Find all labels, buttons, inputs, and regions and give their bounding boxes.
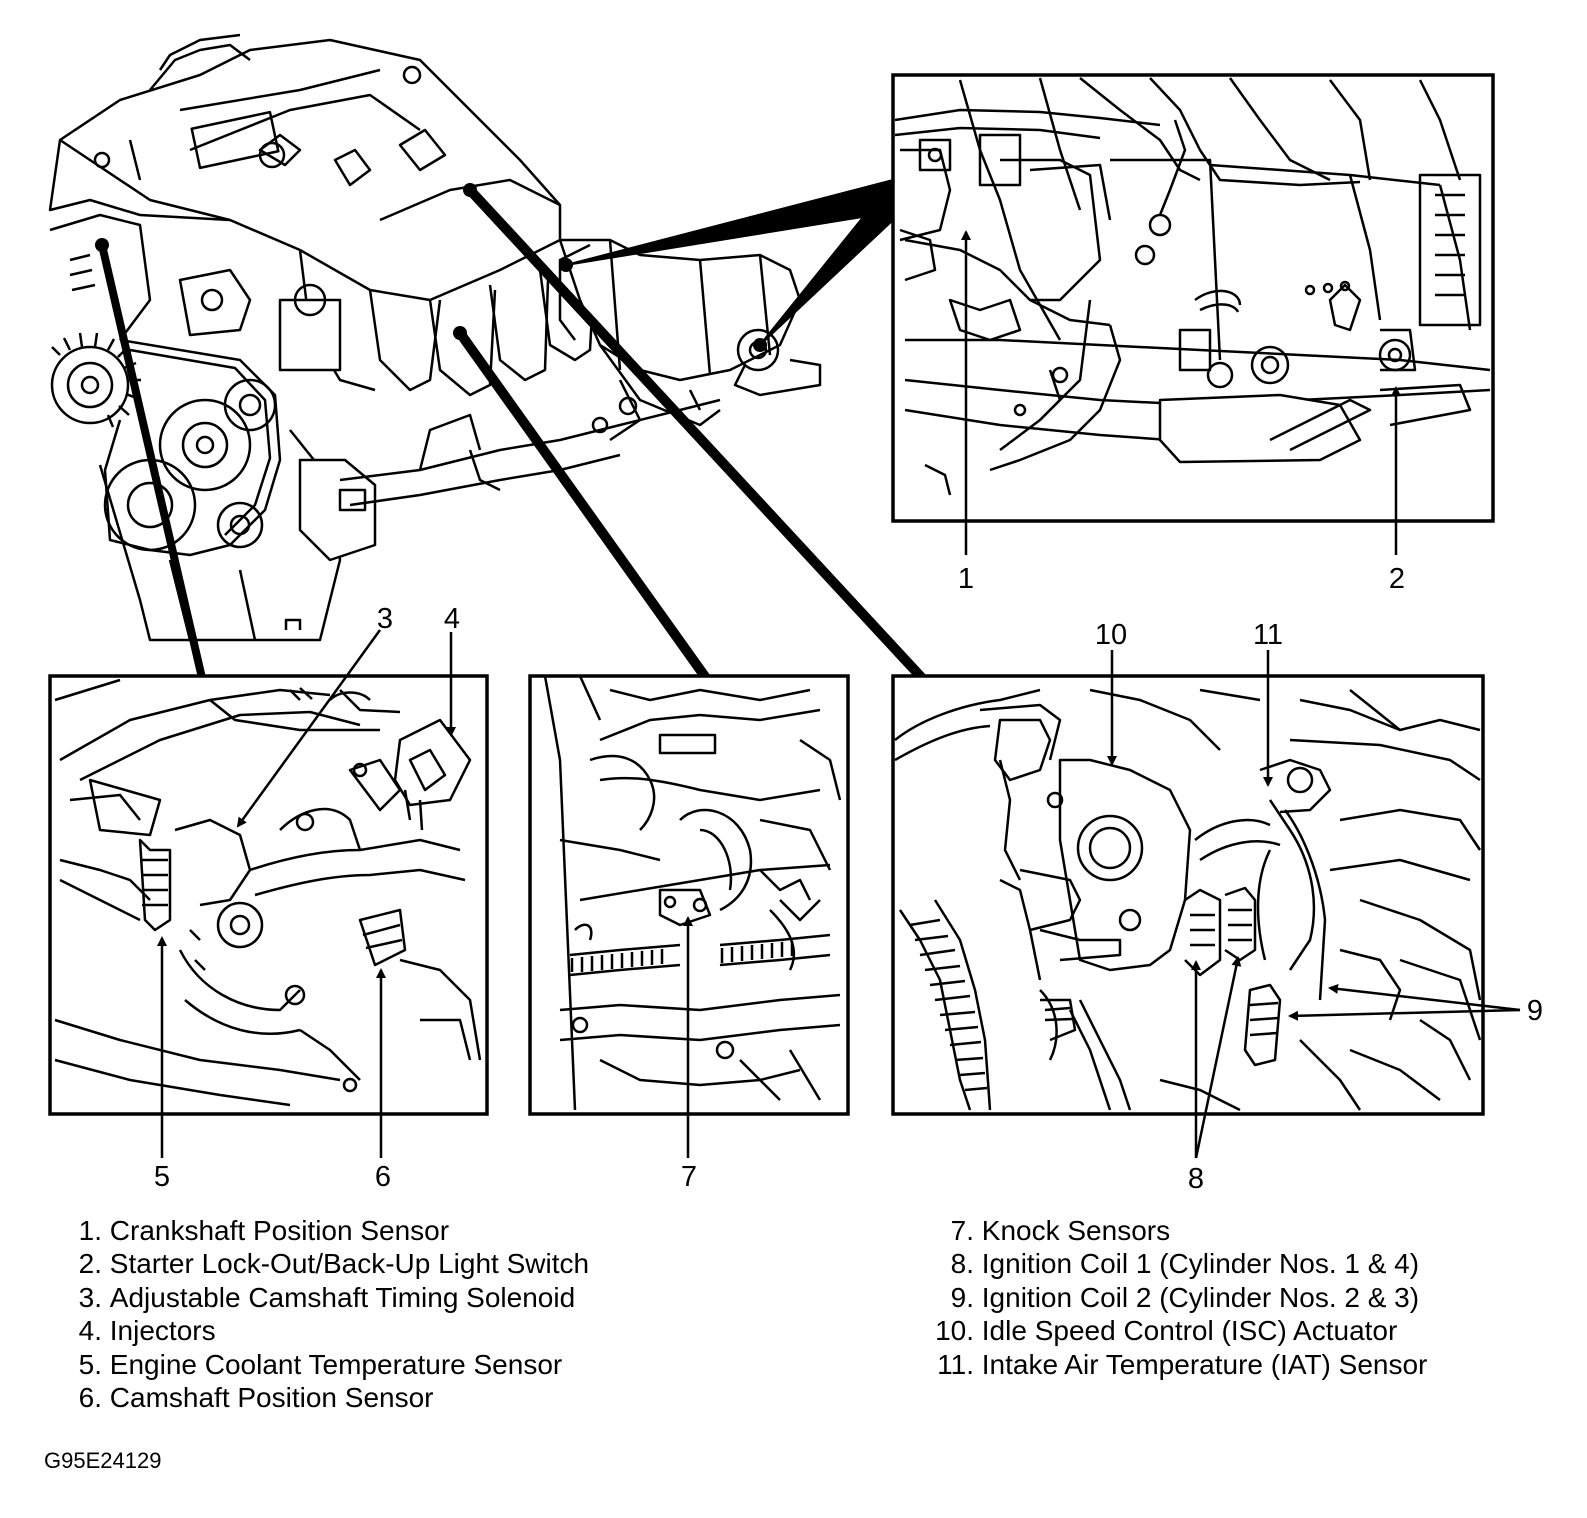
- leader-dot-knock: [453, 326, 467, 340]
- pointer-line-8b: [1194, 956, 1242, 1159]
- pointer-line-9b: [1288, 1008, 1521, 1021]
- leader-dot-switch: [753, 338, 767, 352]
- legend-item-number: 11.: [937, 1348, 974, 1380]
- callout-6: 6: [375, 1161, 391, 1193]
- legend-left: 1. Crankshaft Position Sensor 2. Starter…: [58, 1214, 589, 1414]
- legend-item-label: Camshaft Position Sensor: [109, 1382, 434, 1414]
- callout-11: 11: [1253, 619, 1283, 651]
- callout-7: 7: [681, 1161, 697, 1193]
- legend-item-label: Engine Coolant Temperature Sensor: [109, 1348, 563, 1380]
- legend-item-number: 3.: [78, 1281, 102, 1313]
- legend-item-number: 6.: [78, 1382, 102, 1414]
- legend-item-label: Intake Air Temperature (IAT) Sensor: [981, 1348, 1428, 1380]
- panel-leader-lines: [98, 177, 926, 682]
- legend-right: 7. Knock Sensors 8. Ignition Coil 1 (Cyl…: [918, 1214, 1427, 1381]
- detail-panel-knock-sensors: [528, 674, 850, 1158]
- legend-item: 2. Starter Lock-Out/Back-Up Light Switch: [58, 1247, 589, 1280]
- legend-item: 3. Adjustable Camshaft Timing Solenoid: [58, 1281, 589, 1314]
- pointer-line-3: [236, 629, 382, 828]
- callout-9: 9: [1527, 995, 1543, 1027]
- legend-item: 8. Ignition Coil 1 (Cylinder Nos. 1 & 4): [918, 1247, 1427, 1280]
- leader-dot-crank: [559, 258, 573, 272]
- legend-item-number: 8.: [950, 1248, 974, 1280]
- legend-item: 4. Injectors: [58, 1314, 589, 1347]
- legend-item-label: Crankshaft Position Sensor: [109, 1215, 450, 1246]
- detail-panel-transmission: [891, 73, 1495, 555]
- legend-item-number: 5.: [78, 1348, 102, 1380]
- legend-item-number: 1.: [78, 1215, 102, 1246]
- legend-item-label: Idle Speed Control (ISC) Actuator: [981, 1315, 1398, 1347]
- legend-item-label: Ignition Coil 2 (Cylinder Nos. 2 & 3): [981, 1281, 1420, 1313]
- callout-1: 1: [958, 563, 974, 595]
- leader-dot-intake: [463, 183, 477, 197]
- engine-overview-drawing: [48, 33, 822, 642]
- detail-panel-front-engine: [48, 629, 489, 1158]
- callout-2: 2: [1389, 563, 1405, 595]
- legend-item-label: Injectors: [109, 1315, 216, 1347]
- legend-item: 9. Ignition Coil 2 (Cylinder Nos. 2 & 3): [918, 1281, 1427, 1314]
- legend-item-label: Starter Lock-Out/Back-Up Light Switch: [109, 1248, 590, 1280]
- callout-10: 10: [1095, 619, 1127, 651]
- legend-item: 5. Engine Coolant Temperature Sensor: [58, 1348, 589, 1381]
- legend-item: 1. Crankshaft Position Sensor: [58, 1214, 589, 1247]
- legend-item-label: Knock Sensors: [981, 1215, 1171, 1246]
- figure-code: G95E24129: [44, 1448, 162, 1473]
- legend-item: 6. Camshaft Position Sensor: [58, 1381, 589, 1414]
- callout-3: 3: [377, 603, 393, 635]
- legend-item-number: 10.: [935, 1315, 974, 1347]
- legend-item-number: 7.: [950, 1215, 974, 1246]
- legend-item: 7. Knock Sensors: [918, 1214, 1427, 1247]
- legend-item-label: Ignition Coil 1 (Cylinder Nos. 1 & 4): [981, 1248, 1420, 1280]
- detail-panel-ignition: [891, 650, 1521, 1159]
- legend-item: 10. Idle Speed Control (ISC) Actuator: [918, 1314, 1427, 1347]
- callout-8: 8: [1188, 1163, 1204, 1195]
- legend-item-number: 2.: [78, 1248, 102, 1280]
- callout-5: 5: [154, 1161, 170, 1193]
- legend-item: 11. Intake Air Temperature (IAT) Sensor: [918, 1348, 1427, 1381]
- legend-item-number: 9.: [950, 1281, 974, 1313]
- legend-item-label: Adjustable Camshaft Timing Solenoid: [109, 1281, 576, 1313]
- callout-4: 4: [444, 603, 460, 635]
- legend-item-number: 4.: [78, 1315, 102, 1347]
- pointer-line-9a: [1328, 983, 1521, 1012]
- leader-dot-coolant: [95, 238, 109, 252]
